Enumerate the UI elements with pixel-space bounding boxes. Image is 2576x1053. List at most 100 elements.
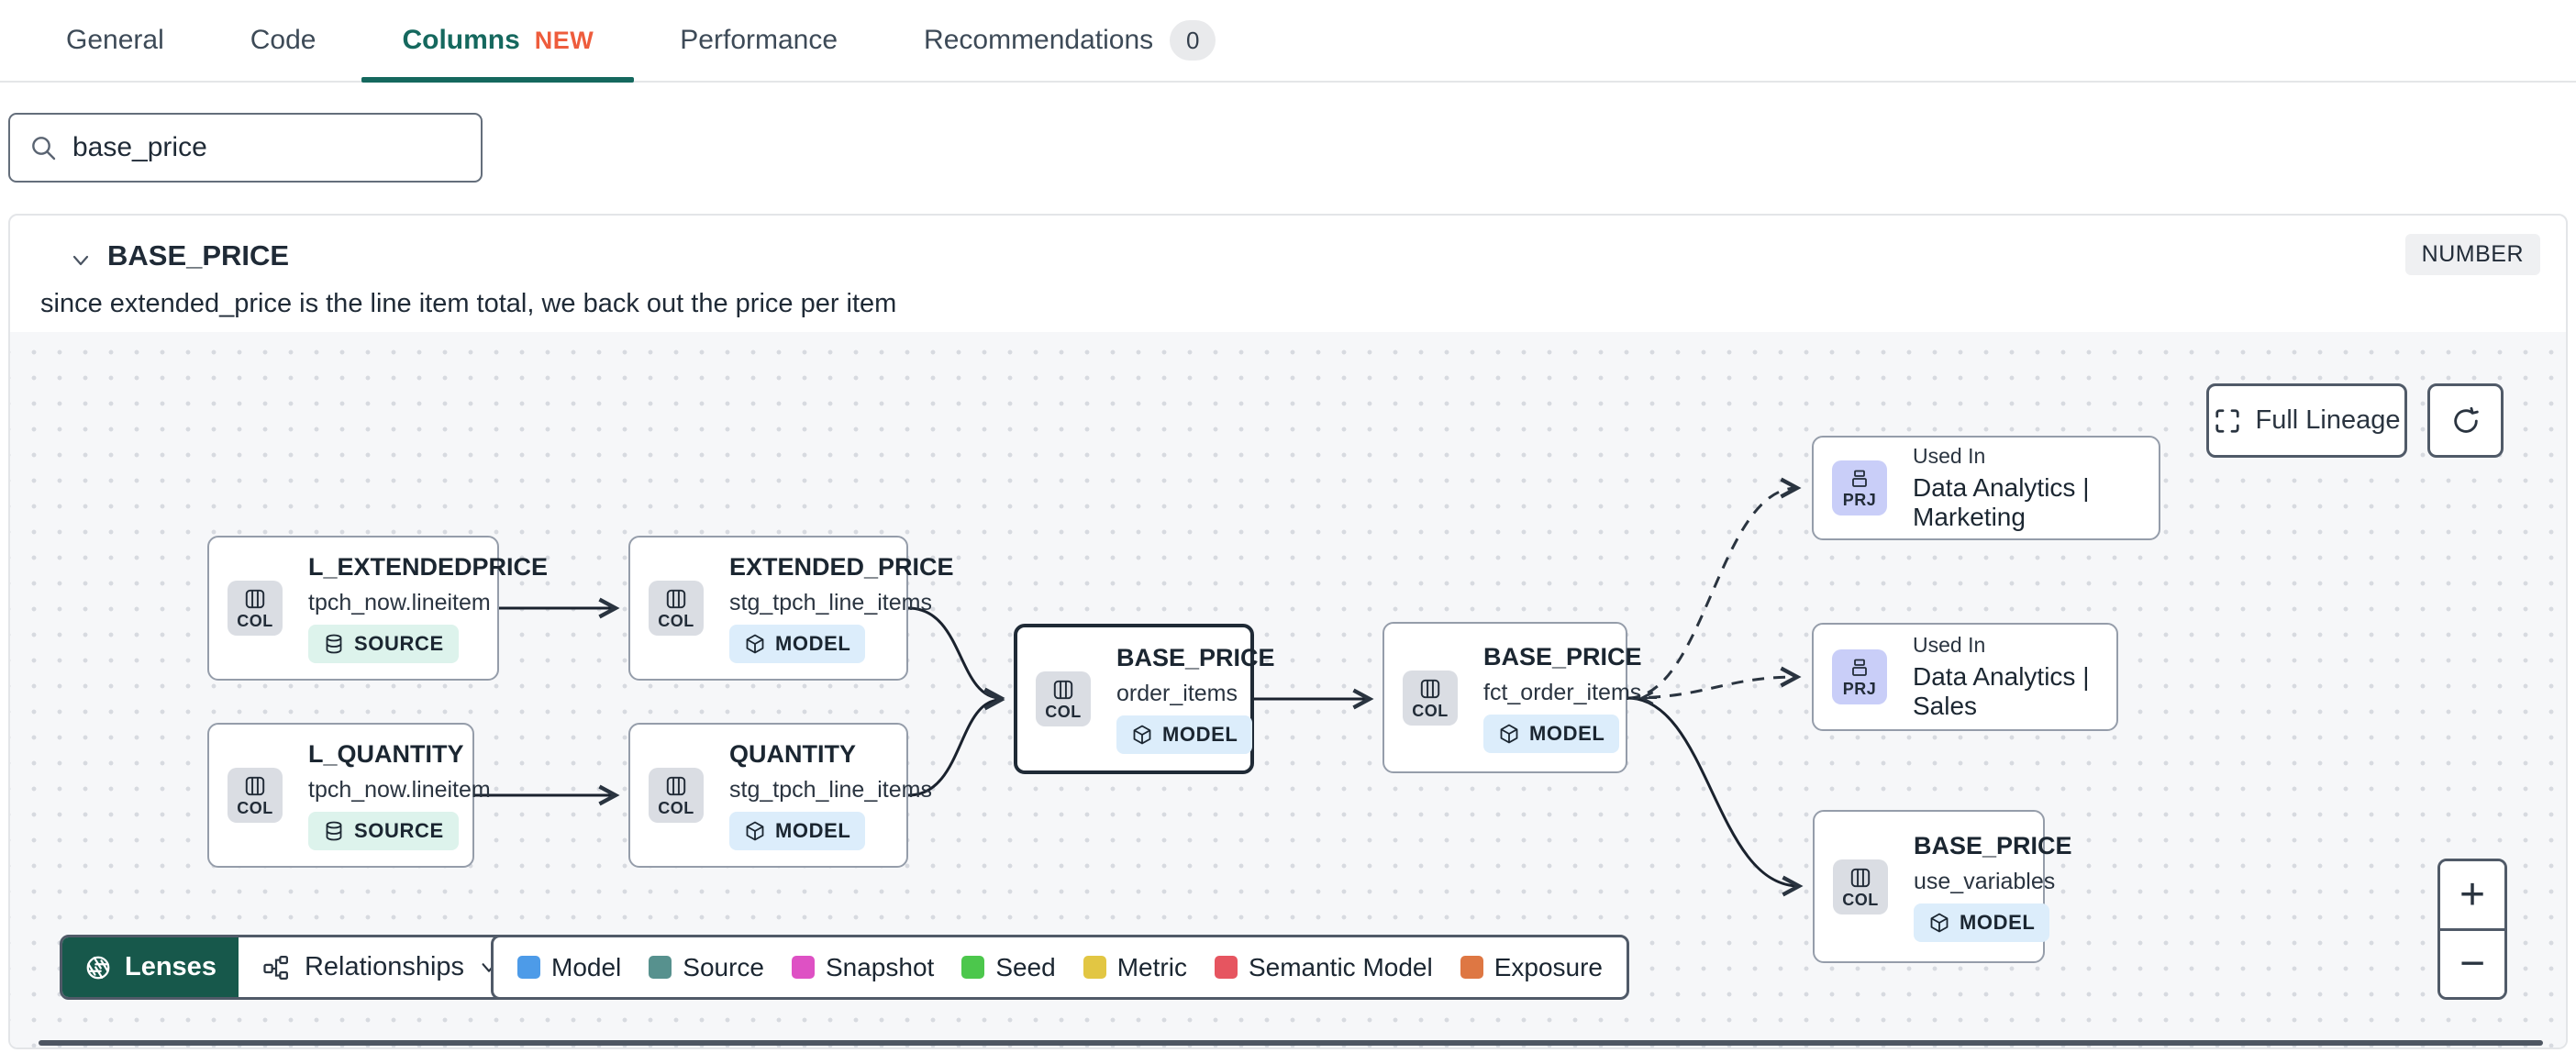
resource-label: MODEL	[1529, 721, 1605, 745]
legend-swatch	[1083, 956, 1106, 979]
lineage-node-l-extendedprice[interactable]: COL L_EXTENDEDPRICE tpch_now.lineitem SO…	[207, 536, 548, 681]
resource-badge-source: SOURCE	[308, 625, 459, 663]
legend-swatch	[649, 956, 672, 979]
recommendations-count-badge: 0	[1170, 20, 1216, 61]
lineage-node-used-in-marketing[interactable]: PRJ Used In Data Analytics | Marketing	[1812, 436, 2160, 540]
node-title: Data Analytics | Marketing	[1913, 473, 2090, 531]
lineage-node-base-price-use-variables[interactable]: COL BASE_PRICE use_variables MODEL	[1813, 810, 2072, 963]
column-chip: COL	[228, 768, 283, 823]
columns-icon	[1420, 679, 1440, 698]
legend-item: Seed	[961, 953, 1056, 982]
lineage-node-used-in-sales[interactable]: PRJ Used In Data Analytics | Sales	[1812, 623, 2118, 731]
resource-badge-model: MODEL	[1116, 715, 1253, 754]
legend-swatch	[1214, 956, 1238, 979]
tab-general[interactable]: General	[26, 0, 205, 81]
node-title: BASE_PRICE	[1116, 644, 1275, 671]
relationships-icon	[263, 955, 288, 980]
lens-controls: Lenses Relationships	[60, 935, 527, 1000]
resource-badge-model: MODEL	[729, 812, 866, 850]
node-subtitle: use_variables	[1914, 868, 2056, 894]
tab-label: Columns	[402, 25, 520, 55]
resource-label: MODEL	[1960, 910, 2036, 934]
lineage-node-l-quantity[interactable]: COL L_QUANTITY tpch_now.lineitem SOURCE	[207, 723, 491, 868]
legend-label: Model	[551, 952, 622, 981]
lineage-legend: Model Source Snapshot Seed Metric Semantic Mo…	[491, 935, 1630, 1000]
columns-icon	[1850, 868, 1871, 887]
refresh-button[interactable]	[2427, 383, 2504, 458]
horizontal-scrollbar[interactable]	[39, 1040, 2543, 1046]
search-box	[8, 113, 483, 183]
node-subtitle: tpch_now.lineitem	[308, 590, 491, 615]
relationships-label: Relationships	[304, 952, 465, 981]
tab-label: Recommendations	[924, 25, 1154, 55]
chip-label: COL	[237, 612, 273, 630]
zoom-out-button[interactable]: −	[2440, 930, 2504, 997]
tab-performance[interactable]: Performance	[639, 0, 878, 81]
lineage-node-base-price-fct-order-items[interactable]: COL BASE_PRICE fct_order_items MODEL	[1382, 622, 1642, 773]
node-title: L_QUANTITY	[308, 740, 464, 768]
tab-label: Code	[250, 25, 316, 55]
resource-label: MODEL	[775, 632, 851, 655]
data-type-badge: NUMBER	[2404, 234, 2540, 275]
lenses-button[interactable]: Lenses	[62, 937, 239, 997]
database-icon	[326, 821, 342, 841]
legend-item: Metric	[1083, 953, 1187, 982]
legend-item: Semantic Model	[1214, 953, 1433, 982]
used-in-label: Used In	[1913, 633, 1986, 657]
resource-label: MODEL	[775, 819, 851, 842]
lineage-node-base-price-order-items[interactable]: COL BASE_PRICE order_items MODEL	[1014, 624, 1275, 774]
tab-recommendations[interactable]: Recommendations 0	[883, 0, 1256, 81]
expand-icon	[2215, 408, 2239, 433]
legend-item: Exposure	[1460, 953, 1603, 982]
resource-label: MODEL	[1162, 723, 1238, 746]
legend-label: Source	[683, 952, 764, 981]
lenses-label: Lenses	[125, 952, 217, 981]
columns-icon	[245, 776, 265, 796]
column-chip: COL	[228, 581, 283, 636]
node-title: BASE_PRICE	[1483, 642, 1642, 671]
column-panel: BASE_PRICE NUMBER since extended_price i…	[8, 214, 2568, 1049]
resource-badge-model: MODEL	[1914, 903, 2050, 942]
chip-label: PRJ	[1842, 680, 1877, 698]
full-lineage-button[interactable]: Full Lineage	[2206, 383, 2407, 458]
legend-swatch	[517, 956, 540, 979]
chip-label: COL	[658, 612, 694, 630]
resource-badge-model: MODEL	[1483, 714, 1620, 753]
column-chip: COL	[1036, 671, 1091, 726]
full-lineage-label: Full Lineage	[2255, 405, 2401, 435]
lineage-node-extended-price[interactable]: COL EXTENDED_PRICE stg_tpch_line_items M…	[628, 536, 954, 681]
zoom-controls: + −	[2437, 859, 2507, 1000]
column-chip: COL	[649, 581, 704, 636]
column-chip: COL	[1833, 859, 1888, 914]
node-subtitle: order_items	[1116, 681, 1238, 706]
node-title: L_EXTENDEDPRICE	[308, 553, 549, 581]
node-title: QUANTITY	[729, 740, 856, 768]
search-icon	[28, 133, 58, 162]
cube-icon	[746, 821, 764, 841]
node-subtitle: stg_tpch_line_items	[729, 590, 932, 615]
legend-swatch	[1460, 956, 1483, 979]
tab-columns[interactable]: Columns NEW	[361, 0, 635, 83]
tab-bar: General Code Columns NEW Performance Rec…	[0, 0, 2576, 83]
search-input[interactable]	[72, 132, 462, 163]
new-badge: NEW	[534, 26, 594, 54]
lineage-canvas: COL L_EXTENDEDPRICE tpch_now.lineitem SO…	[10, 332, 2566, 1047]
columns-icon	[1053, 680, 1073, 700]
node-title: BASE_PRICE	[1914, 831, 2072, 859]
legend-label: Snapshot	[825, 952, 935, 981]
zoom-in-button[interactable]: +	[2440, 861, 2504, 931]
collapse-chevron-icon[interactable]	[65, 245, 96, 276]
project-chip: PRJ	[1832, 649, 1887, 704]
columns-icon	[666, 776, 686, 796]
chip-label: COL	[658, 799, 694, 817]
lineage-node-quantity[interactable]: COL QUANTITY stg_tpch_line_items MODEL	[628, 723, 932, 868]
node-title: EXTENDED_PRICE	[729, 553, 954, 581]
tab-label: Performance	[680, 25, 838, 55]
legend-item: Snapshot	[791, 952, 935, 982]
relationships-dropdown[interactable]: Relationships	[238, 937, 524, 997]
tab-code[interactable]: Code	[210, 0, 357, 81]
legend-swatch	[791, 956, 815, 979]
column-description: since extended_price is the line item to…	[40, 289, 897, 318]
resource-badge-source: SOURCE	[308, 812, 459, 850]
